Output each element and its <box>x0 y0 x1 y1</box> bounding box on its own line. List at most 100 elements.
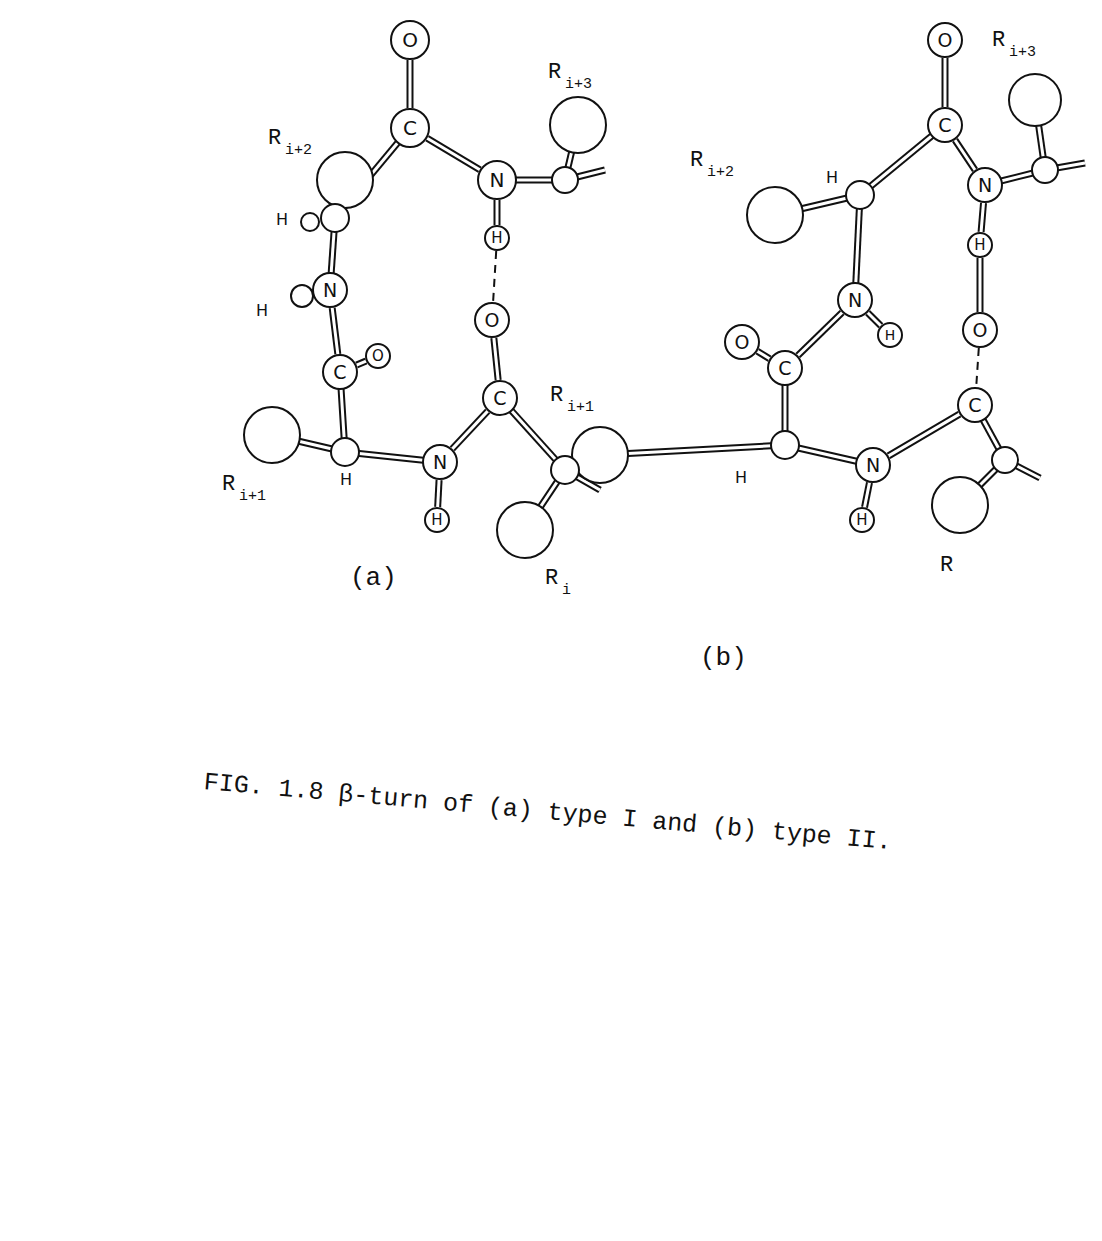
covalent-bond <box>981 203 983 232</box>
atom-symbol: O <box>485 311 500 330</box>
bond-core <box>409 60 412 108</box>
bond-core <box>427 138 480 169</box>
atom-symbol: O <box>938 31 953 50</box>
hydrogen-atom <box>301 213 319 231</box>
group-label: i+1 <box>567 400 594 415</box>
covalent-bond <box>410 60 411 108</box>
group-label: R <box>222 474 235 496</box>
group-label: R <box>690 150 703 172</box>
bond-outline <box>757 351 769 358</box>
group-label: i+3 <box>565 77 592 92</box>
covalent-bond <box>945 58 946 107</box>
atom-circle: N <box>422 444 458 480</box>
atom-symbol: N <box>323 281 337 300</box>
side-chain-atom <box>497 502 553 558</box>
group-label: R <box>940 555 953 577</box>
bond-outline <box>357 361 366 365</box>
covalent-bond <box>757 351 769 358</box>
hydrogen-bond <box>976 348 979 387</box>
atom-symbol: N <box>433 453 447 472</box>
covalent-bond <box>438 480 439 507</box>
alpha-carbon-atom <box>331 438 359 466</box>
side-chain-atom <box>550 97 606 153</box>
group-label: R <box>992 30 1005 52</box>
atom-symbol: O <box>402 30 418 50</box>
group-label: H <box>256 303 268 319</box>
atom-symbol: C <box>968 396 981 415</box>
group-label: H <box>340 472 352 488</box>
atom-circle: O <box>962 312 998 348</box>
atom-circle: C <box>927 107 963 143</box>
bond-outline <box>438 480 439 507</box>
group-label: i+1 <box>239 489 266 504</box>
bond-outline <box>868 313 881 326</box>
bond-core <box>979 258 982 312</box>
bond-core <box>494 338 498 380</box>
alpha-carbon-atom <box>1032 157 1058 183</box>
bond-outline <box>407 60 414 108</box>
atom-circle: C <box>957 387 993 423</box>
alpha-carbon-atom <box>771 431 799 459</box>
side-chain-atom <box>572 427 628 483</box>
atom-symbol: O <box>735 333 750 352</box>
bond-outline <box>942 58 949 107</box>
bond-outline <box>494 200 501 225</box>
bond-outline <box>452 411 487 449</box>
atom-circle: C <box>390 108 430 148</box>
bond-core <box>981 203 983 232</box>
group-label: i+3 <box>1009 45 1036 60</box>
atom-symbol: C <box>333 363 346 382</box>
atom-symbol: C <box>938 116 951 135</box>
covalent-bond <box>868 313 881 326</box>
bond-core <box>757 351 769 358</box>
figure-caption: FIG. 1.8 β-turn of (a) type I and (b) ty… <box>203 770 893 855</box>
covalent-bond <box>955 140 975 170</box>
atom-symbol: H <box>491 231 502 246</box>
atom-symbol: O <box>973 321 988 340</box>
group-label: R <box>550 385 563 407</box>
group-label: R <box>545 568 558 590</box>
atom-circle: C <box>322 354 358 390</box>
bond-outline <box>981 203 983 232</box>
atom-circle: H <box>484 225 510 251</box>
bond-outline <box>494 338 498 380</box>
atom-circle: N <box>837 282 873 318</box>
atom-symbol: H <box>885 328 896 342</box>
group-label: H <box>826 170 838 186</box>
bond-core <box>955 140 975 170</box>
bond-outline <box>977 258 984 312</box>
covalent-bond <box>452 411 487 449</box>
bond-outline <box>798 313 842 356</box>
alpha-carbon-atom <box>551 456 579 484</box>
side-chain-atom <box>932 477 988 533</box>
panel-label: (a) <box>350 565 397 591</box>
covalent-bond <box>980 258 981 312</box>
atom-circle: H <box>877 322 903 348</box>
bond-outline <box>865 483 870 508</box>
atom-symbol: C <box>778 359 791 378</box>
atom-circle: O <box>474 302 510 338</box>
covalent-bond <box>497 200 498 225</box>
hydrogen-bond <box>493 251 496 302</box>
atom-circle: O <box>365 343 391 369</box>
group-label: H <box>735 470 747 486</box>
side-chain-atom <box>244 407 300 463</box>
group-label: i+2 <box>285 143 312 158</box>
atom-circle: C <box>482 380 518 416</box>
hydrogen-bond-line <box>976 348 979 387</box>
alpha-carbon-atom <box>321 204 349 232</box>
alpha-carbon-atom <box>846 181 874 209</box>
atom-symbol: H <box>431 513 442 528</box>
bond-core <box>452 411 487 449</box>
bond-core <box>332 308 338 354</box>
atom-circle: N <box>312 272 348 308</box>
bond-core <box>798 313 842 356</box>
covalent-bond <box>332 308 338 354</box>
atom-symbol: C <box>403 118 417 138</box>
group-label: i+2 <box>707 165 734 180</box>
group-label: i <box>562 583 571 598</box>
hydrogen-atom <box>291 285 313 307</box>
bond-core <box>865 483 870 508</box>
bond-outline <box>889 414 960 456</box>
atom-circle: N <box>855 447 891 483</box>
